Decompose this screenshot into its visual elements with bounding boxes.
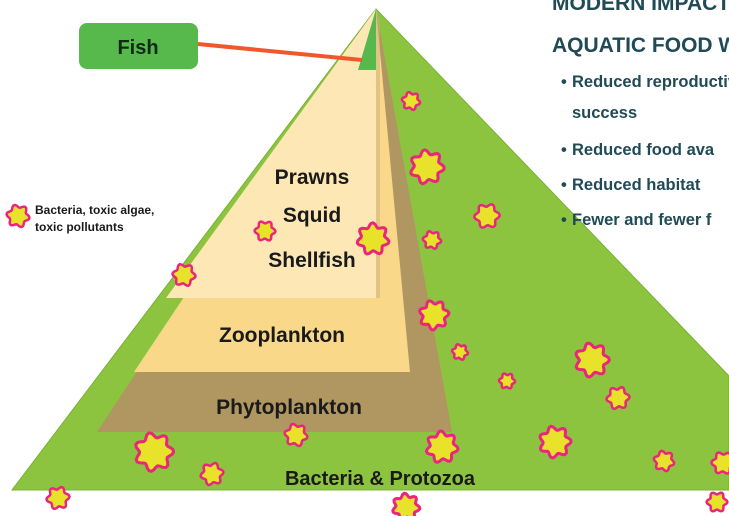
bullet-marker-2: •: [561, 141, 567, 159]
pollutant-blob-icon: [393, 493, 420, 516]
fish-connector-line: [198, 44, 362, 60]
fish-label: Fish: [117, 37, 158, 59]
bullet-marker-4: •: [561, 211, 567, 229]
pollutant-blob-icon: [499, 374, 515, 389]
bullet-marker-3: •: [561, 176, 567, 194]
bullet-4-line1: Fewer and fewer f: [572, 211, 712, 229]
layer-label-squid: Squid: [283, 204, 341, 227]
legend-blob-shape: [7, 205, 30, 227]
layer-label-zooplankton: Zooplankton: [219, 324, 345, 347]
pollutant-blob-icon: [7, 205, 30, 227]
legend-label-line2: toxic pollutants: [35, 220, 124, 234]
bullet-marker-1: •: [561, 73, 567, 91]
bullet-1-line2: success: [572, 104, 637, 122]
layer-label-prawns: Prawns: [275, 166, 350, 189]
impacts-title-line1: MODERN IMPACTS: [552, 0, 729, 15]
legend-label-line1: Bacteria, toxic algae,: [35, 203, 154, 217]
pollutant-blob-icon: [255, 222, 276, 241]
layer-label-shellfish: Shellfish: [268, 249, 356, 272]
bullet-2-line1: Reduced food ava: [572, 141, 715, 159]
layer-label-phytoplankton: Phytoplankton: [216, 396, 362, 419]
pollutant-blob-icon: [707, 493, 728, 512]
bullet-1-line1: Reduced reproductive: [572, 73, 729, 91]
legend: Bacteria, toxic algae, toxic pollutants: [7, 203, 155, 234]
bullet-3-line1: Reduced habitat: [572, 176, 701, 194]
impacts-title-line2: AQUATIC FOOD WE: [552, 34, 729, 57]
layer-label-bacteria-protozoa: Bacteria & Protozoa: [285, 468, 476, 490]
impacts-panel: MODERN IMPACTS AQUATIC FOOD WE • Reduced…: [552, 0, 729, 229]
